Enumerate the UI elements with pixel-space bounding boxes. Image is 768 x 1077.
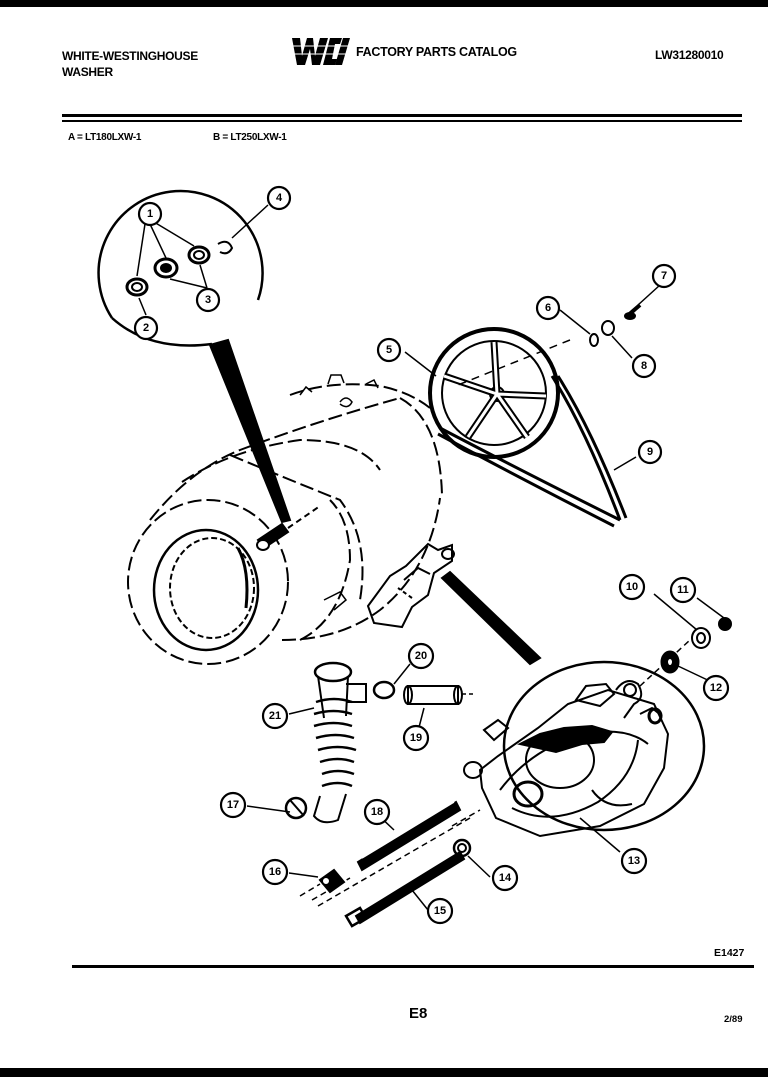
top-border-bar bbox=[0, 0, 768, 7]
callout-6: 6 bbox=[535, 295, 561, 321]
model-a-label: A = LT180LXW-1 bbox=[68, 132, 142, 143]
callout-18: 18 bbox=[363, 798, 391, 826]
callout-7: 7 bbox=[651, 263, 677, 289]
callout-16: 16 bbox=[261, 858, 289, 886]
callout-13: 13 bbox=[620, 847, 648, 875]
callout-number: 7 bbox=[661, 270, 667, 282]
callout-number: 14 bbox=[499, 872, 512, 884]
callout-number: 6 bbox=[545, 302, 551, 314]
callout-number: 9 bbox=[647, 446, 653, 458]
callout-number: 5 bbox=[386, 344, 392, 356]
callout-number: 12 bbox=[710, 682, 722, 694]
callout-number: 8 bbox=[641, 360, 647, 372]
callout-4: 4 bbox=[266, 185, 292, 211]
callout-3: 3 bbox=[195, 287, 221, 313]
callout-number: 16 bbox=[269, 866, 281, 878]
brand-block: WHITE-WESTINGHOUSE WASHER bbox=[62, 48, 198, 80]
model-b-label: B = LT250LXW-1 bbox=[213, 132, 287, 143]
callout-10: 10 bbox=[618, 573, 646, 601]
motor-detail-pointer bbox=[440, 570, 542, 666]
callout-number: 21 bbox=[269, 710, 281, 722]
callout-number: 10 bbox=[626, 581, 638, 593]
tub-top-bracket bbox=[299, 374, 379, 408]
callout-number: 18 bbox=[371, 806, 383, 818]
callout-15: 15 bbox=[426, 897, 454, 925]
revision-date: 2/89 bbox=[724, 1014, 743, 1025]
callout-20: 20 bbox=[407, 642, 435, 670]
outer-tub bbox=[127, 383, 443, 665]
callout-1: 1 bbox=[137, 201, 163, 227]
tub-front-opening bbox=[152, 528, 260, 652]
callout-17: 17 bbox=[219, 791, 247, 819]
header-rule bbox=[62, 114, 742, 117]
bottom-border-bar bbox=[0, 1068, 768, 1077]
callout-11: 11 bbox=[669, 576, 697, 604]
wci-logo bbox=[290, 38, 352, 65]
callout-number: 19 bbox=[410, 732, 422, 744]
callout-number: 4 bbox=[276, 192, 283, 204]
callout-number: 15 bbox=[434, 905, 446, 917]
drive-belt bbox=[437, 375, 628, 528]
callout-12: 12 bbox=[702, 674, 730, 702]
footer-rule bbox=[72, 965, 754, 968]
pulley-hardware bbox=[457, 303, 642, 386]
callout-number: 11 bbox=[677, 584, 689, 596]
header-rule-thin bbox=[62, 120, 742, 122]
callout-5: 5 bbox=[376, 337, 402, 363]
product-type: WASHER bbox=[62, 65, 113, 79]
callout-number: 1 bbox=[147, 208, 153, 220]
drain-hose-assembly bbox=[284, 661, 476, 824]
tub-pulley bbox=[428, 327, 560, 459]
callout-number: 3 bbox=[205, 294, 211, 306]
callout-number: 2 bbox=[143, 322, 149, 334]
callout-8: 8 bbox=[631, 353, 657, 379]
brand-name: WHITE-WESTINGHOUSE bbox=[62, 49, 198, 63]
catalog-title: FACTORY PARTS CATALOG bbox=[356, 45, 517, 59]
motor-detail-circle bbox=[463, 593, 732, 853]
callout-number: 17 bbox=[227, 799, 239, 811]
callout-21: 21 bbox=[261, 702, 289, 730]
tub-hub-shaft bbox=[256, 505, 321, 551]
callout-19: 19 bbox=[402, 724, 430, 752]
catalog-number: LW31280010 bbox=[655, 48, 724, 62]
page-number: E8 bbox=[409, 1005, 428, 1022]
bearing-detail-circle bbox=[97, 189, 292, 524]
figure-code: E1427 bbox=[714, 947, 745, 959]
motor-mount-bracket bbox=[323, 542, 455, 629]
callout-14: 14 bbox=[491, 864, 519, 892]
callout-9: 9 bbox=[637, 439, 663, 465]
fasteners bbox=[299, 800, 481, 928]
callout-number: 13 bbox=[628, 855, 640, 867]
callout-2: 2 bbox=[133, 315, 159, 341]
callout-number: 20 bbox=[415, 650, 427, 662]
